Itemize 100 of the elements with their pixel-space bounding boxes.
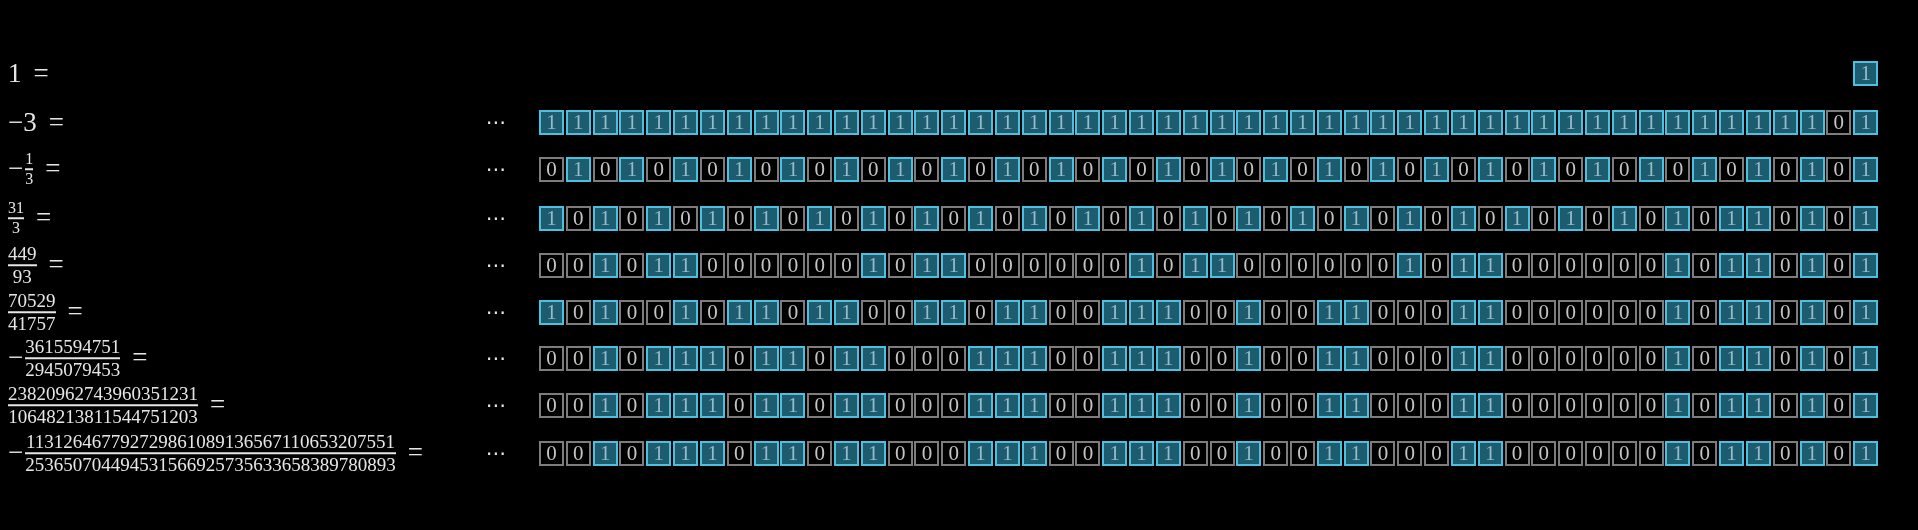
bit-cell: 0 xyxy=(1531,252,1557,278)
bit-cell: 0 xyxy=(1826,252,1852,278)
bit-cell: 1 xyxy=(646,205,672,231)
bit-cell: 0 xyxy=(834,205,859,231)
bit-cell: 1 xyxy=(1316,156,1342,182)
ellipsis: ⋯ xyxy=(486,255,506,275)
bit-cell: 0 xyxy=(780,299,806,325)
bit-cell: 0 xyxy=(887,392,913,418)
bit-cell: 1 xyxy=(1316,299,1342,325)
bit-cell: 1 xyxy=(1719,345,1745,371)
bit-cell: 0 xyxy=(565,252,591,278)
numerator: 23820962743960351231 xyxy=(8,384,198,404)
bit-cell: 0 xyxy=(1826,156,1852,182)
bit-cell: 0 xyxy=(941,205,967,231)
bit-cell: 0 xyxy=(1075,392,1101,418)
bit-cell: 1 xyxy=(834,345,859,371)
bit-cell: 1 xyxy=(1450,205,1476,231)
bit-cell: 1 xyxy=(646,109,672,135)
bit-cell: 0 xyxy=(1504,156,1530,182)
bit-cell: 1 xyxy=(860,252,886,278)
bit-cell: 1 xyxy=(753,440,779,466)
bit-cell: 1 xyxy=(1558,109,1584,135)
bit-cell: 1 xyxy=(1129,345,1155,371)
bit-cell: 0 xyxy=(1692,392,1718,418)
bit-cell: 0 xyxy=(726,392,752,418)
bit-cell: 0 xyxy=(1772,252,1798,278)
bit-cell: 0 xyxy=(1504,392,1530,418)
numerator: 31 xyxy=(8,200,24,217)
numerator: 449 xyxy=(8,244,37,264)
bit-cell: 0 xyxy=(1584,252,1610,278)
bit-cell: 0 xyxy=(1236,252,1262,278)
bit-cell: 1 xyxy=(994,109,1020,135)
bit-cell: 1 xyxy=(592,252,618,278)
bit-cell: 1 xyxy=(1182,205,1208,231)
bit-cell: 1 xyxy=(1209,109,1235,135)
bit-cell: 1 xyxy=(646,392,672,418)
bit-cell: 1 xyxy=(1021,345,1047,371)
bit-cell: 1 xyxy=(860,392,886,418)
bit-cell: 0 xyxy=(565,440,591,466)
bit-cell: 0 xyxy=(539,156,564,182)
bit-cell: 1 xyxy=(1075,205,1101,231)
bit-cell: 1 xyxy=(1665,440,1691,466)
bit-cell: 0 xyxy=(887,205,913,231)
bit-cell: 1 xyxy=(1155,392,1181,418)
bit-cell: 1 xyxy=(699,440,725,466)
bit-cell: 1 xyxy=(860,205,886,231)
bit-cell: 1 xyxy=(1477,392,1503,418)
bit-cell: 1 xyxy=(1102,109,1128,135)
bit-cell: 0 xyxy=(539,440,564,466)
bit-cell: 1 xyxy=(1397,205,1423,231)
ellipsis: ⋯ xyxy=(486,208,506,228)
bit-cell: 1 xyxy=(1611,205,1637,231)
bit-cell: 1 xyxy=(1102,392,1128,418)
bit-cell: 1 xyxy=(699,392,725,418)
bit-cell: 1 xyxy=(941,156,967,182)
bit-cell: 1 xyxy=(1638,109,1664,135)
bit-cell: 1 xyxy=(914,252,940,278)
bit-cell: 1 xyxy=(1665,392,1691,418)
bit-cell: 0 xyxy=(1424,440,1450,466)
bit-cell: 0 xyxy=(1772,345,1798,371)
bit-cell: 0 xyxy=(1772,156,1798,182)
bit-cell: 1 xyxy=(807,205,833,231)
bit-cell: 0 xyxy=(1692,252,1718,278)
bit-cell: 1 xyxy=(726,299,752,325)
bit-cell: 0 xyxy=(646,299,672,325)
bit-cell: 0 xyxy=(1665,156,1691,182)
bit-cell: 0 xyxy=(1263,299,1289,325)
bit-cell: 1 xyxy=(1504,205,1530,231)
bit-cell: 1 xyxy=(914,205,940,231)
bit-cell: 1 xyxy=(1343,109,1369,135)
bit-cell: 0 xyxy=(1450,156,1476,182)
minus-sign: − xyxy=(8,439,24,467)
bit-cell: 0 xyxy=(1531,392,1557,418)
bit-cell: 0 xyxy=(887,440,913,466)
denominator: 253650704494531566925735633658389780893 xyxy=(25,454,396,474)
bit-cell: 1 xyxy=(780,392,806,418)
numerator: 113126467792729861089136567110653207551 xyxy=(25,432,396,452)
bit-cell: 0 xyxy=(1611,156,1637,182)
bit-cell: 1 xyxy=(994,440,1020,466)
bit-cell: 0 xyxy=(726,252,752,278)
bit-cell: 1 xyxy=(1745,345,1771,371)
bit-cell: 0 xyxy=(1611,299,1637,325)
bit-cell: 0 xyxy=(1316,205,1342,231)
bit-cell: 0 xyxy=(1263,252,1289,278)
bit-cell: 1 xyxy=(1665,345,1691,371)
denominator: 3 xyxy=(25,170,34,187)
denominator: 93 xyxy=(12,266,32,286)
bit-cell: 0 xyxy=(699,252,725,278)
bit-cell: 1 xyxy=(1531,109,1557,135)
bit-cell: 1 xyxy=(673,440,699,466)
bit-cell: 0 xyxy=(1397,392,1423,418)
bit-cell: 0 xyxy=(1155,205,1181,231)
bit-cell: 1 xyxy=(914,109,940,135)
bit-cell: 1 xyxy=(1289,205,1315,231)
bit-cell: 1 xyxy=(1745,109,1771,135)
bit-cell: 0 xyxy=(753,156,779,182)
bit-cell: 1 xyxy=(1021,109,1047,135)
bit-cell: 0 xyxy=(1263,205,1289,231)
bit-cell: 0 xyxy=(1075,156,1101,182)
bit-cell: 0 xyxy=(726,205,752,231)
